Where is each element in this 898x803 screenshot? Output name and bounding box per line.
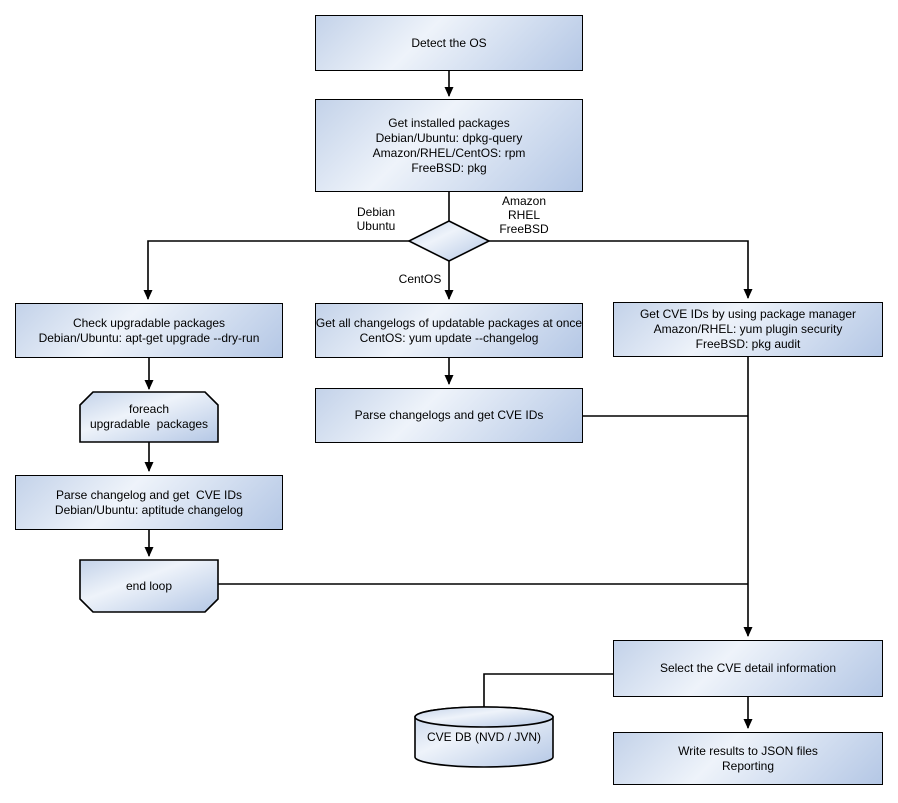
- edge-label-amazon-rhel-freebsd: Amazon RHEL FreeBSD: [499, 194, 549, 236]
- node-check-upgradable-label: Check upgradable packages Debian/Ubuntu:…: [38, 315, 260, 345]
- node-foreach-loop-label: foreach upgradable packages: [89, 402, 209, 431]
- edge-label-centos: CentOS: [398, 272, 442, 286]
- node-detect-os-label: Detect the OS: [411, 35, 487, 50]
- node-get-cve-ids: Get CVE IDs by using package manager Ama…: [613, 302, 883, 357]
- node-select-cve-detail: Select the CVE detail information: [613, 640, 883, 697]
- end-loop-shape: [79, 559, 219, 613]
- node-parse-changelog-left: Parse changelog and get CVE IDs Debian/U…: [15, 475, 283, 530]
- node-write-results: Write results to JSON files Reporting: [613, 732, 883, 785]
- connector-decision-to-debian: [143, 240, 409, 300]
- connector-decision-to-amazon: [489, 240, 753, 299]
- node-detect-os: Detect the OS: [315, 15, 583, 71]
- node-cve-db: CVE DB (NVD / JVN): [415, 720, 553, 754]
- node-end-loop-label: end loop: [125, 578, 173, 593]
- node-end-loop: end loop: [80, 560, 218, 612]
- node-get-all-changelogs-label: Get all changelogs of updatable packages…: [315, 315, 583, 345]
- node-get-all-changelogs: Get all changelogs of updatable packages…: [315, 303, 583, 358]
- node-get-installed-packages-label: Get installed packages Debian/Ubuntu: dp…: [372, 115, 526, 175]
- node-check-upgradable: Check upgradable packages Debian/Ubuntu:…: [15, 303, 283, 358]
- decision-diamond: [407, 220, 491, 262]
- node-select-cve-detail-label: Select the CVE detail information: [659, 661, 837, 675]
- node-get-cve-ids-label: Get CVE IDs by using package manager Ama…: [639, 307, 857, 351]
- node-write-results-label: Write results to JSON files Reporting: [678, 743, 818, 773]
- node-cve-db-label: CVE DB (NVD / JVN): [426, 729, 541, 744]
- node-parse-changelog-left-label: Parse changelog and get CVE IDs Debian/U…: [54, 487, 244, 517]
- node-get-installed-packages: Get installed packages Debian/Ubuntu: dp…: [315, 99, 583, 192]
- foreach-loop-shape: [79, 391, 219, 443]
- cve-db-cylinder-top: [414, 706, 554, 728]
- edge-label-debian-ubuntu: Debian Ubuntu: [356, 205, 396, 233]
- node-parse-changelogs-mid: Parse changelogs and get CVE IDs: [315, 388, 583, 443]
- node-foreach-loop: foreach upgradable packages: [80, 392, 218, 442]
- connector-select-to-cvedb: [483, 673, 613, 707]
- node-parse-changelogs-mid-label: Parse changelogs and get CVE IDs: [354, 408, 544, 422]
